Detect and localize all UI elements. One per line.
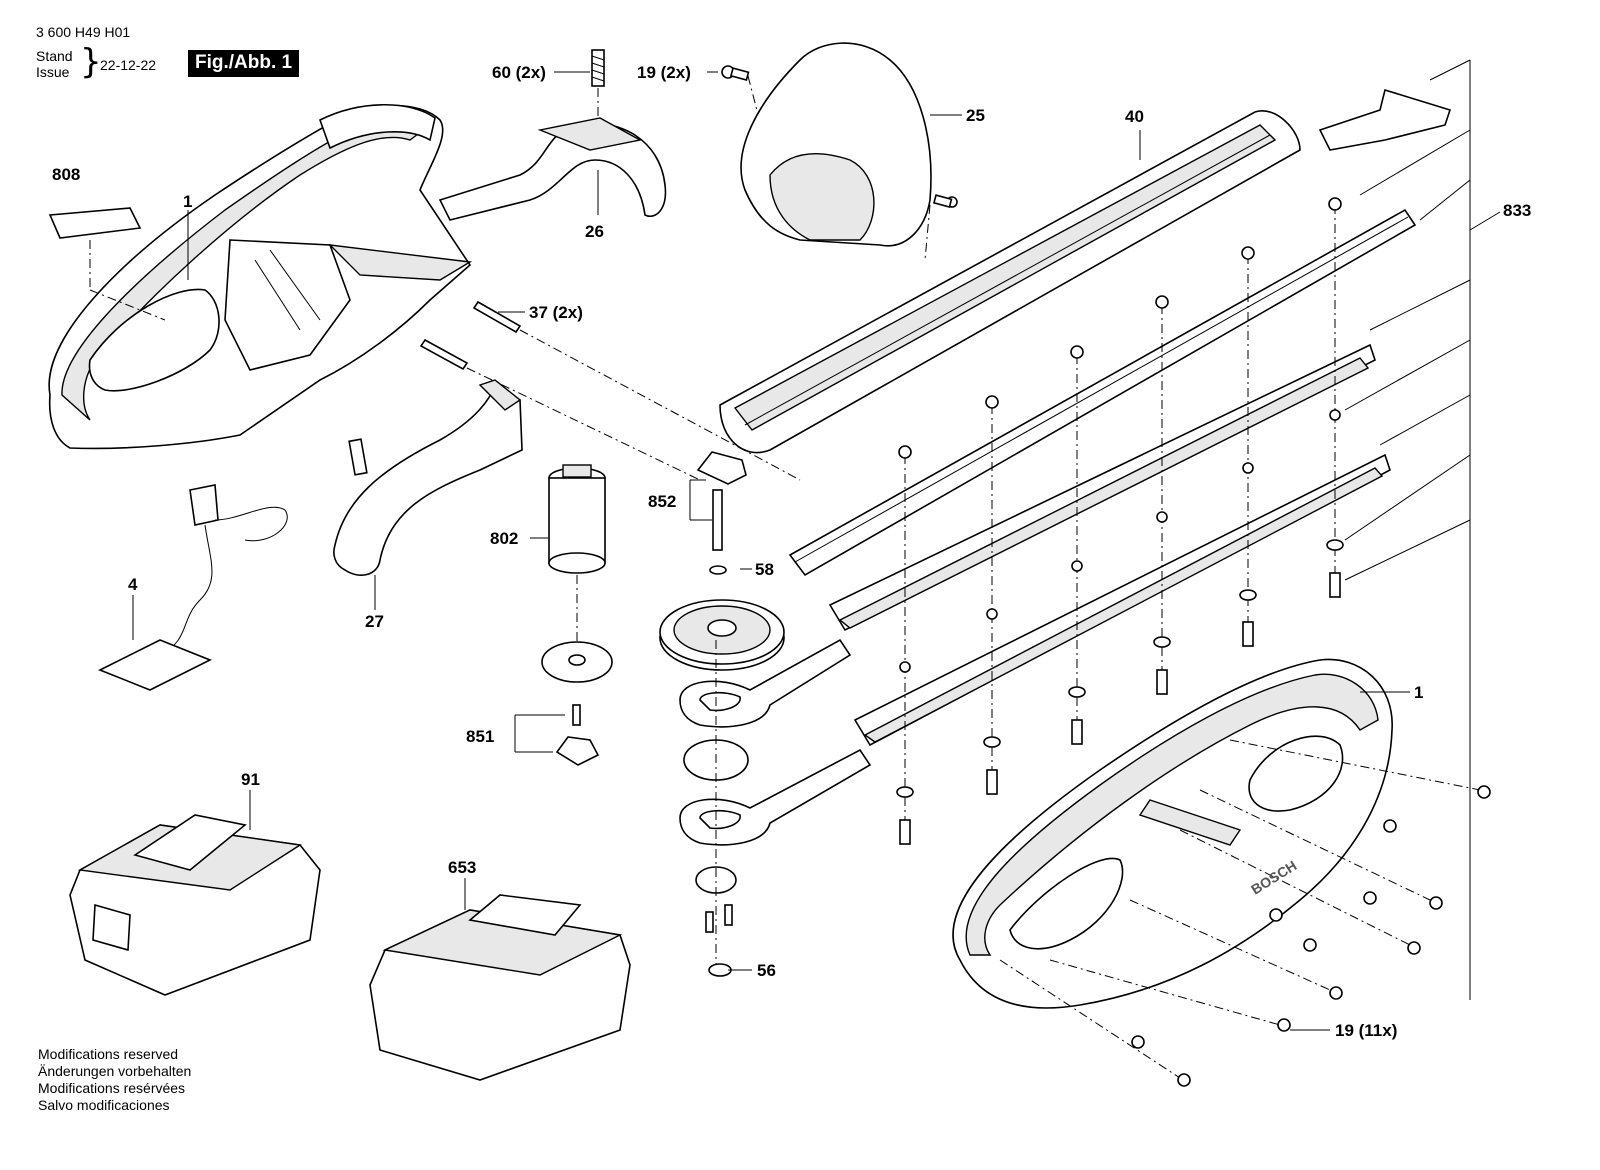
brace: } xyxy=(80,42,102,82)
note-en: Modifications reserved xyxy=(38,1046,179,1062)
lever-26 xyxy=(438,117,667,221)
label-1-right: 1 xyxy=(1414,683,1423,702)
bracket-852 xyxy=(696,451,747,575)
blade-rail xyxy=(788,208,1417,577)
doc-number: 3 600 H49 H01 xyxy=(36,24,131,40)
footer-notes: Modifications reserved Änderungen vorbeh… xyxy=(38,1046,191,1114)
blade-cap xyxy=(1318,88,1452,151)
pins-56 xyxy=(705,904,733,977)
housing-right xyxy=(952,658,1393,1009)
hand-guard-25 xyxy=(740,42,958,247)
issue-date: 22-12-22 xyxy=(100,57,157,73)
spring-60 xyxy=(591,49,605,87)
charger-653 xyxy=(369,894,631,1081)
blade-guard-40 xyxy=(719,110,1301,454)
label-91: 91 xyxy=(241,770,260,789)
label-58: 58 xyxy=(755,560,774,579)
label-833: 833 xyxy=(1503,201,1531,220)
label-40: 40 xyxy=(1125,107,1144,126)
bracket-851 xyxy=(555,704,600,766)
figure-badge: Fig./Abb. 1 xyxy=(188,50,300,77)
label-27: 27 xyxy=(365,612,384,631)
battery-91 xyxy=(69,814,321,996)
cutting-blade-upper xyxy=(828,343,1376,632)
label-852: 852 xyxy=(648,492,676,511)
label-37: 37 (2x) xyxy=(529,303,583,322)
cutting-blade-lower xyxy=(853,453,1391,747)
motor-802 xyxy=(548,464,606,574)
label-802: 802 xyxy=(490,529,518,548)
screw-19-top xyxy=(721,65,750,81)
label-56: 56 xyxy=(757,961,776,980)
guide-37a xyxy=(519,329,801,481)
label-26: 26 xyxy=(585,222,604,241)
housing-left xyxy=(48,103,473,450)
label-4: 4 xyxy=(128,575,138,594)
label-plate xyxy=(48,207,142,239)
guide-25 xyxy=(924,204,931,261)
pins-37 xyxy=(419,300,522,371)
label-653: 653 xyxy=(448,858,476,877)
gear-wheel xyxy=(659,599,785,671)
note-es: Salvo modificaciones xyxy=(38,1097,170,1113)
cam-disc xyxy=(683,739,749,894)
blade-arm-upper xyxy=(679,638,852,728)
label-60: 60 (2x) xyxy=(492,63,546,82)
label-19-bottom: 19 (11x) xyxy=(1335,1021,1397,1040)
spring-27 xyxy=(348,438,368,476)
cable-assembly-4 xyxy=(98,484,288,691)
label-851: 851 xyxy=(466,727,494,746)
issue-label: Issue xyxy=(36,64,70,80)
leader-lines xyxy=(132,59,1501,1031)
blade-arm-lower xyxy=(679,748,872,846)
label-19-top: 19 (2x) xyxy=(637,63,691,82)
label-808: 808 xyxy=(52,165,80,184)
guide-37b xyxy=(466,367,701,481)
stand-label: Stand xyxy=(36,48,73,64)
guide-808b xyxy=(89,289,166,321)
motor-fan-disc xyxy=(541,641,613,683)
screws-19-11x xyxy=(999,739,1491,1087)
note-fr: Modifications resérvées xyxy=(38,1080,186,1096)
fastener-columns xyxy=(896,197,1344,845)
switch-lever-27 xyxy=(333,379,523,576)
label-1-left: 1 xyxy=(183,192,192,211)
label-25: 25 xyxy=(966,106,985,125)
note-de: Änderungen vorbehalten xyxy=(38,1063,192,1079)
